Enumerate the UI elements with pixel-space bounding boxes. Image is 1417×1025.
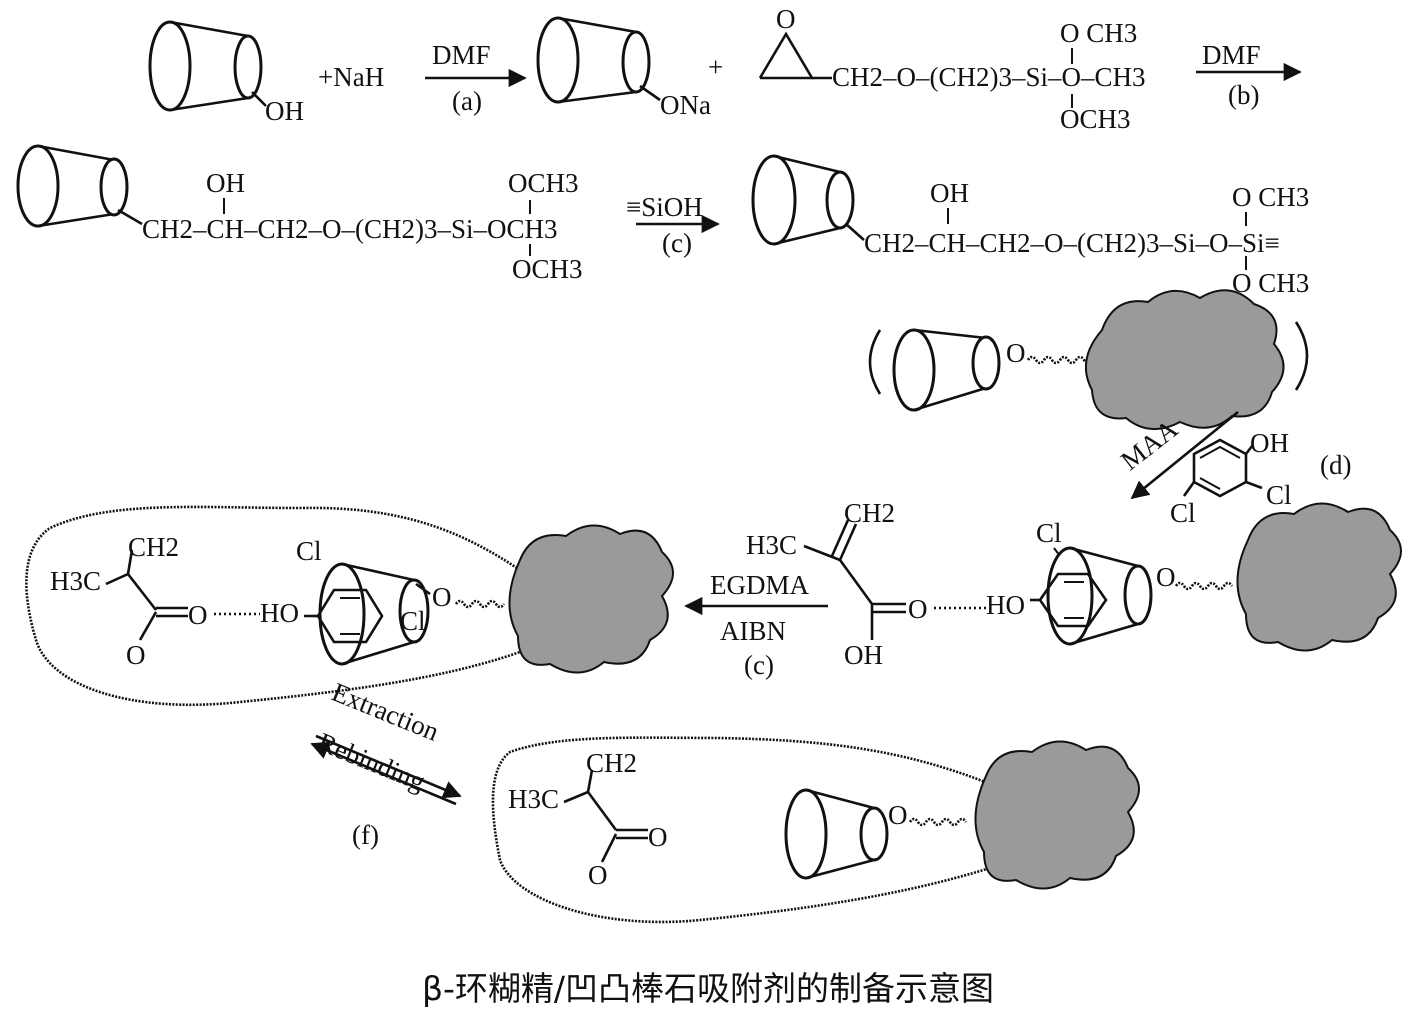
polymer-ch2: CH2 bbox=[128, 532, 179, 562]
methacrylic-o: O bbox=[908, 594, 928, 624]
silane-och3-top: O CH3 bbox=[1060, 18, 1137, 48]
ether-oxygen-8: O bbox=[888, 800, 908, 830]
step-c1-label: (c) bbox=[662, 228, 692, 258]
cyclodextrin-cup-3 bbox=[16, 144, 129, 228]
svg-text:O: O bbox=[776, 4, 796, 34]
hydroxyl-left: OH bbox=[206, 168, 245, 198]
phenol-oh: OH bbox=[1250, 428, 1289, 458]
phenol-cl-ortho: Cl bbox=[1266, 480, 1292, 510]
aibn-label: AIBN bbox=[720, 616, 786, 646]
arrow-d bbox=[1130, 410, 1239, 500]
step-b-label: (b) bbox=[1228, 80, 1259, 110]
phenol-cl-para: Cl bbox=[1170, 498, 1196, 528]
right-parenthesis bbox=[1294, 321, 1309, 391]
polymer-carbonyl-o: O bbox=[188, 600, 208, 630]
silane-och3-bottom: OCH3 bbox=[1060, 104, 1131, 134]
ether-oxygen-5: O bbox=[1006, 338, 1026, 368]
och3-top-left: OCH3 bbox=[508, 168, 579, 198]
polymer-ester-o: O bbox=[126, 640, 146, 670]
arrow-f-reverse bbox=[310, 741, 457, 806]
och3-top-right: O CH3 bbox=[1232, 182, 1309, 212]
step-d-label: (d) bbox=[1320, 450, 1351, 480]
methacrylic-h3c: H3C bbox=[746, 530, 797, 560]
ether-oxygen-6: O bbox=[1156, 562, 1176, 592]
polymer-network-1 bbox=[25, 505, 521, 706]
hydroxyl-right: OH bbox=[930, 178, 969, 208]
ona-label: ONa bbox=[660, 90, 711, 120]
benzene-ring-6 bbox=[1030, 572, 1108, 628]
benzene-ring-7 bbox=[304, 588, 384, 644]
polymer2-carbonyl-o: O bbox=[648, 822, 668, 852]
polymer2-h3c: H3C bbox=[508, 784, 559, 814]
left-parenthesis bbox=[868, 329, 882, 395]
spacer-chain-6 bbox=[1174, 581, 1234, 591]
chlorophenol-template bbox=[1182, 438, 1263, 498]
nah-label: +NaH bbox=[318, 62, 384, 92]
complex-cl: Cl bbox=[1036, 518, 1062, 548]
methacrylic-ch2: CH2 bbox=[844, 498, 895, 528]
step-e-label: (c) bbox=[744, 650, 774, 680]
polymer-network-2 bbox=[491, 736, 991, 924]
cyclodextrin-cup-8 bbox=[784, 788, 889, 880]
spacer-chain-8 bbox=[908, 817, 968, 827]
cyclodextrin-cup-6 bbox=[1046, 546, 1153, 646]
egdma-label: EGDMA bbox=[710, 570, 809, 600]
attapulgite-particle-2 bbox=[1236, 502, 1402, 652]
grafted-chain-right: CH2–CH–CH2–O–(CH2)3–Si–O–Si≡ bbox=[864, 228, 1280, 258]
arrow-f-forward bbox=[315, 734, 462, 799]
silanol-label: ≡SiOH bbox=[626, 192, 703, 222]
step-f-label: (f) bbox=[352, 820, 379, 850]
polymer-cl-top: Cl bbox=[296, 536, 322, 566]
polymer-cl-side: Cl bbox=[400, 606, 426, 636]
dmf-label-a: DMF bbox=[432, 40, 491, 70]
attapulgite-particle-3 bbox=[508, 524, 674, 674]
spacer-chain-5 bbox=[1026, 355, 1094, 365]
plus-sign: + bbox=[708, 52, 723, 82]
attapulgite-particle-1 bbox=[1085, 289, 1285, 430]
dmf-label-b: DMF bbox=[1202, 40, 1261, 70]
och3-bottom-right: O CH3 bbox=[1232, 268, 1309, 298]
attapulgite-particle-4 bbox=[974, 740, 1140, 890]
hydroxyl-label: OH bbox=[265, 96, 304, 126]
och3-bottom-left: OCH3 bbox=[512, 254, 583, 284]
propyl-silane-chain-left: CH2–CH–CH2–O–(CH2)3–Si–OCH3 bbox=[142, 214, 558, 244]
polymer-ho: HO bbox=[260, 598, 299, 628]
cyclodextrin-cup-4 bbox=[751, 154, 855, 246]
ether-oxygen-7: O bbox=[432, 582, 452, 612]
complex-ho: HO bbox=[986, 590, 1025, 620]
epoxide-ring: O bbox=[758, 4, 832, 80]
figure-caption: β-环糊精/凹凸棒石吸附剂的制备示意图 bbox=[422, 969, 994, 1008]
cyclodextrin-cup-5 bbox=[892, 328, 1001, 412]
step-a-label: (a) bbox=[452, 86, 482, 116]
polymer2-ch2: CH2 bbox=[586, 748, 637, 778]
cyclodextrin-cup-2 bbox=[536, 16, 651, 104]
cyclodextrin-cup-1 bbox=[148, 20, 263, 112]
polymer-h3c: H3C bbox=[50, 566, 101, 596]
polymer2-ester-o: O bbox=[588, 860, 608, 890]
glycidoxy-silane-chain: CH2–O–(CH2)3–Si–O–CH3 bbox=[832, 62, 1146, 92]
methacrylic-oh: OH bbox=[844, 640, 883, 670]
spacer-chain-7 bbox=[454, 599, 506, 609]
